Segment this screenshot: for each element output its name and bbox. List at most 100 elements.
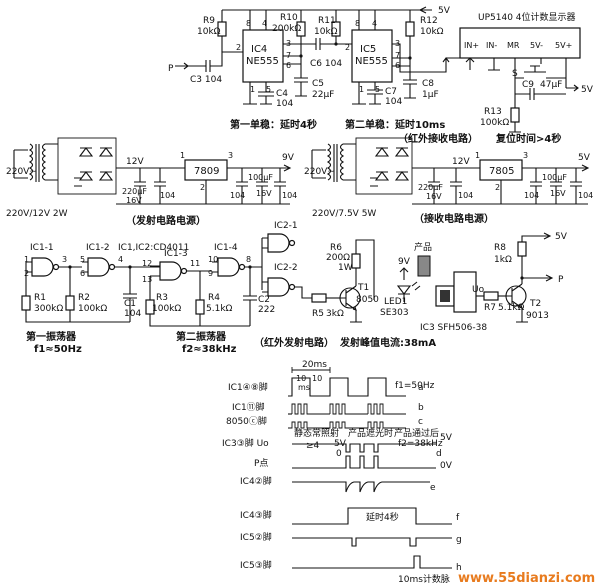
ic5-chip [351, 29, 393, 83]
ps-right-5v: 5V [578, 153, 591, 163]
r8-label: R8 [494, 243, 506, 253]
wave-tag-e: e [430, 483, 436, 493]
r8-value: 1kΩ [494, 255, 512, 265]
wave-state-blocked: 产品遮光时 [348, 427, 393, 439]
ps-right-12v: 12V [452, 157, 470, 167]
wave-label-p: P点 [254, 458, 268, 469]
gate-ic2-2 [267, 277, 290, 297]
caption-osc-1b: f1≈50Hz [34, 344, 82, 355]
wave-tag-g: g [456, 535, 462, 545]
ic5-pin8: 8 [355, 19, 360, 28]
t1-value: 8050 [356, 295, 379, 305]
wave-label-g: IC5②脚 [240, 532, 272, 543]
wave-label-c: 8050ⓒ脚 [226, 416, 267, 427]
pin-6: 6 [80, 269, 85, 278]
c5-label: C5 [312, 79, 324, 89]
counter-display [459, 27, 581, 59]
r7-value: 5.1kΩ [498, 303, 525, 313]
watermark-text: www.55dianzi.com [458, 571, 595, 586]
ps-left-transformer: 220V/12V 2W [6, 209, 68, 219]
ps-right-c1: 220μF [418, 183, 443, 192]
gate-ic1-3 [159, 261, 182, 281]
power-supply-right: 220V~ 12V 220μF 16V 104 7805 1 3 2 5V 10… [304, 137, 593, 225]
r4-label: R4 [208, 293, 220, 303]
ps-left-c3: 104 [230, 191, 245, 200]
ic2-2-label: IC2-2 [274, 263, 298, 273]
ic1-3-label: IC1-3 [164, 249, 188, 259]
wave-0: 0 [336, 449, 342, 459]
c9-label: C9 [522, 80, 534, 90]
r9-value: 10kΩ [197, 27, 221, 37]
caption-rx-power: （接收电路电源） [414, 212, 494, 225]
c7-value: 104 [385, 97, 402, 107]
wave-20ms: 20ms [302, 360, 327, 370]
r2-value: 100kΩ [78, 304, 107, 314]
ps-left-c5: 104 [282, 191, 297, 200]
ps-right-pin2: 2 [495, 183, 500, 192]
t2-label: T2 [529, 299, 541, 309]
pin-10: 10 [208, 255, 218, 264]
ic4-pin1: 1 [250, 85, 255, 94]
r5-resistor [311, 293, 327, 303]
ps-right-c4: 100μF [542, 173, 567, 182]
wave-tag-c: c [418, 417, 423, 427]
caption-osc-2: 第二振荡器 [176, 330, 227, 343]
pin-9: 9 [208, 269, 213, 278]
r1-label: R1 [34, 293, 46, 303]
pin-13: 13 [142, 275, 152, 284]
waveform-section: IC1④⑧脚 IC1⑪脚 8050ⓒ脚 IC3③脚 Uo P点 IC4②脚 IC… [222, 360, 462, 585]
monostable-section: 5V R9 10kΩ P C3 104 IC4 NE555 8 4 3 7 6 … [168, 6, 594, 145]
r2-resistor [65, 295, 75, 311]
gate-ic1-1 [31, 257, 54, 277]
wave-b-bursts [291, 403, 386, 415]
ic3-label: IC3 SFH506-38 [420, 323, 487, 333]
r1-value: 300kΩ [34, 304, 63, 314]
r1-resistor [21, 295, 31, 311]
tx-9v-label: 9V [398, 257, 411, 267]
wave-tag-b: b [418, 403, 424, 413]
t2-value: 9013 [526, 311, 549, 321]
wave-tag-0v: 0V [440, 461, 453, 471]
ic5-name: IC5 [360, 44, 376, 55]
ps-left-c4: 100μF [248, 173, 273, 182]
r10-value: 200kΩ [272, 24, 301, 34]
gate-ic2-1 [267, 233, 290, 253]
r5-value: 3kΩ [326, 309, 344, 319]
r4-value: 5.1kΩ [206, 304, 233, 314]
r10-label: R10 [280, 13, 298, 23]
ps-right-c2: 104 [458, 191, 473, 200]
r6-label: R6 [330, 243, 342, 253]
ps-right-c3: 104 [524, 191, 539, 200]
ic5-pin7: 7 [395, 51, 400, 60]
ic1-4-label: IC1-4 [214, 243, 238, 253]
r13-label: R13 [484, 107, 502, 117]
ps-left-input: 220V~ [6, 167, 37, 177]
pin-1: 1 [24, 255, 29, 264]
r12-value: 10kΩ [420, 27, 444, 37]
oscillator-section: IC1-1 1 2 3 IC1-2 5 6 4 R1 300kΩ R2 100k… [21, 221, 568, 355]
cd4011-note: IC1,IC2:CD4011 [118, 243, 189, 253]
display-5v-label: 5V [581, 85, 594, 95]
pin-5: 5 [80, 255, 85, 264]
caption-ir-receiver: （红外接收电路） [398, 132, 478, 145]
disp-pin-in-plus: IN+ [464, 41, 479, 50]
wave-tag-d: d [436, 449, 442, 459]
ic4-pin4: 4 [262, 19, 267, 28]
uo-label: Uo [472, 285, 485, 295]
r13-value: 100kΩ [480, 118, 509, 128]
wave-ge4: ≥4 [306, 441, 320, 451]
ps-right-transformer: 220V/7.5V 5W [312, 209, 376, 219]
c4-value: 104 [276, 99, 293, 109]
caption-reset-time: 复位时间>4秒 [495, 132, 561, 145]
pin-3: 3 [62, 255, 67, 264]
r12-label: R12 [420, 16, 438, 26]
r9-label: R9 [203, 16, 215, 26]
c6-label: C6 104 [310, 59, 342, 69]
r6-resistor [351, 253, 361, 269]
ps-left-c4b: 16V [256, 189, 272, 198]
r5-label: R5 [312, 309, 324, 319]
ic4-pin5: 5 [266, 85, 271, 94]
ps-right-input: 220V~ [304, 167, 335, 177]
display-title: UP5140 4位计数显示器 [478, 11, 576, 23]
caption-osc-1: 第一振荡器 [26, 330, 77, 343]
